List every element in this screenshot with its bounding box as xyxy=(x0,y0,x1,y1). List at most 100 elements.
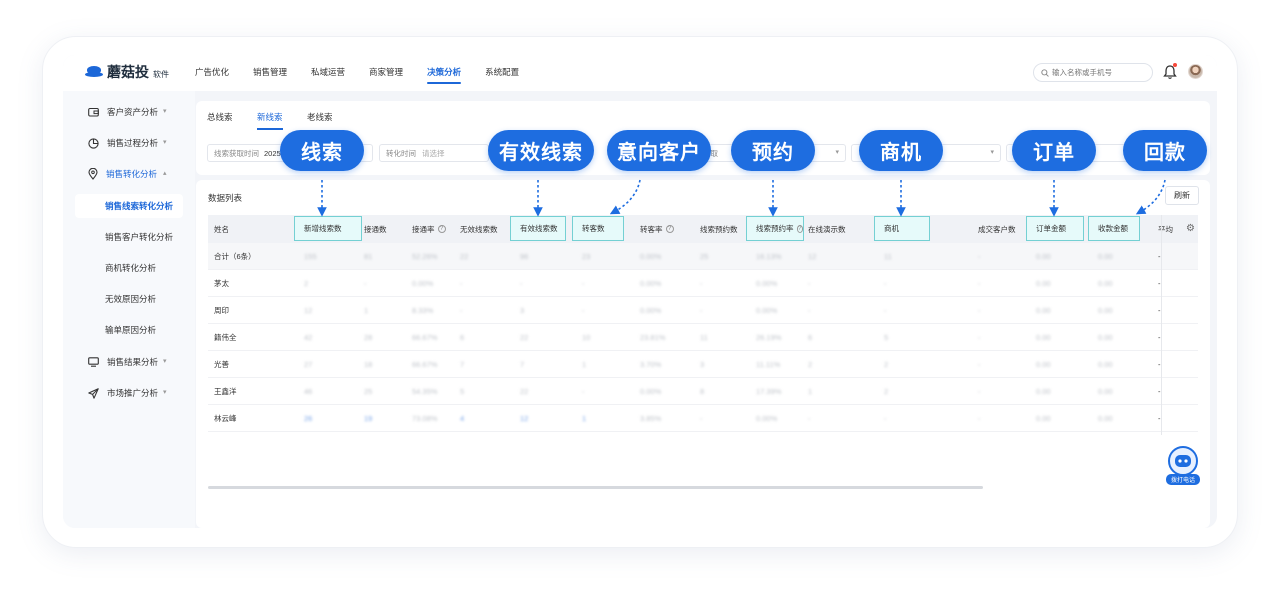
chevron-up-icon: ▴ xyxy=(163,170,167,177)
table-cell: 1 xyxy=(582,360,587,369)
column-header-label: 成交客户数 xyxy=(978,224,1016,234)
table-cell: 22 xyxy=(460,252,469,261)
chevron-down-icon: ▾ xyxy=(163,358,167,365)
table-cell: 0.00 xyxy=(1036,333,1051,342)
sidebar-item-customer-conversion[interactable]: 销售客户转化分析 xyxy=(105,232,174,242)
nav-ad-optimization[interactable]: 广告优化 xyxy=(195,67,230,77)
tab-new-leads[interactable]: 新线索 xyxy=(257,111,283,130)
column-header: 接通率? xyxy=(412,215,446,243)
table-cell: 16.13% xyxy=(756,252,782,261)
sidebar-item-lost-order-reason[interactable]: 输单原因分析 xyxy=(105,325,157,335)
table-cell: 4 xyxy=(460,414,465,423)
conversion-time-filter[interactable]: 转化时间 请选择 xyxy=(379,144,489,162)
table-cell: - xyxy=(700,306,703,315)
nav-private-operation[interactable]: 私域运营 xyxy=(311,67,346,77)
table-cell: 11 xyxy=(884,252,892,261)
table-cell: 0.00% xyxy=(756,306,778,315)
search-icon xyxy=(1041,68,1049,77)
table-cell: 0.00 xyxy=(1098,414,1113,423)
column-header-label: 无效线索数 xyxy=(460,224,498,234)
call-button-label[interactable]: 拨打电话 xyxy=(1166,474,1200,485)
wallet-icon xyxy=(88,107,99,117)
cell-name: 合计（6条） xyxy=(214,252,256,261)
sidebar-group-customer-assets[interactable]: 客户资产分析 ▾ xyxy=(63,101,195,123)
horizontal-scrollbar[interactable] xyxy=(208,486,983,489)
search-box[interactable] xyxy=(1033,63,1153,82)
nav-system-config[interactable]: 系统配置 xyxy=(485,67,520,77)
column-header-label: 接通数 xyxy=(364,224,387,234)
bell-icon[interactable] xyxy=(1163,63,1177,80)
sidebar-item-opportunity-conversion[interactable]: 商机转化分析 xyxy=(105,263,157,273)
table-cell: 81 xyxy=(364,252,373,261)
mushroom-logo-icon xyxy=(85,65,103,79)
table-cell: 6 xyxy=(460,333,465,342)
refresh-button[interactable]: 刷新 xyxy=(1165,186,1199,205)
sidebar-item-invalid-reason[interactable]: 无效原因分析 xyxy=(105,294,157,304)
table-cell: 155 xyxy=(304,252,317,261)
table-cell: 52.26% xyxy=(412,252,438,261)
table-cell: - xyxy=(978,414,981,423)
table-cell: - xyxy=(520,279,523,288)
cell-name: 林云峰 xyxy=(214,414,237,423)
table-cell: 18 xyxy=(364,360,373,369)
sidebar-group-sales-results[interactable]: 销售结果分析 ▾ xyxy=(63,351,195,373)
table-cell: 17.39% xyxy=(756,387,782,396)
logo-name: 蘑菇投 xyxy=(107,64,149,80)
table-cell: - xyxy=(1158,414,1161,423)
nav-decision-analysis[interactable]: 决策分析 xyxy=(427,55,462,91)
gear-icon[interactable]: ⚙ xyxy=(1186,223,1195,234)
monitor-icon xyxy=(88,357,99,367)
table-cell: 12 xyxy=(304,306,313,315)
tab-total-leads[interactable]: 总线索 xyxy=(207,112,233,122)
column-header-label: 转客率 xyxy=(640,224,663,234)
logo[interactable]: 蘑菇投 软件 xyxy=(85,62,169,82)
help-icon[interactable]: ? xyxy=(437,225,446,233)
table-cell: 3 xyxy=(520,306,525,315)
table-cell: - xyxy=(978,387,981,396)
help-icon[interactable]: ? xyxy=(665,225,674,233)
sidebar-group-label: 销售转化分析 xyxy=(106,169,158,179)
table-cell: 66.67% xyxy=(412,360,438,369)
table-cell: 0.00% xyxy=(640,306,662,315)
column-header: 在线演示数 xyxy=(808,215,846,243)
sidebar-group-sales-process[interactable]: 销售过程分析 ▾ xyxy=(63,132,195,154)
table-cell: 27 xyxy=(304,360,313,369)
cell-name: 籍伟全 xyxy=(214,333,237,342)
column-header-label: 新增线索数 xyxy=(304,224,342,233)
column-header: 接通数 xyxy=(364,215,387,243)
sidebar-group-marketing[interactable]: 市场推广分析 ▾ xyxy=(63,382,195,404)
chevron-down-icon: ▾ xyxy=(163,108,167,115)
table-cell: - xyxy=(808,414,811,423)
cell-name: 周印 xyxy=(214,306,229,315)
table-cell: 1 xyxy=(808,387,813,396)
sidebar-item-lead-conversion[interactable]: 销售线索转化分析 xyxy=(75,194,183,218)
user-avatar[interactable] xyxy=(1188,64,1203,79)
table-cell: 12 xyxy=(808,252,817,261)
table-cell: 23.81% xyxy=(640,333,666,342)
table-cell: 0.00 xyxy=(1036,360,1051,369)
tab-old-leads[interactable]: 老线索 xyxy=(307,112,333,122)
column-header: 无效线索数 xyxy=(460,215,498,243)
table-cell: 2 xyxy=(304,279,309,288)
chevron-down-icon: ▾ xyxy=(835,149,839,156)
table-cell: 0.00% xyxy=(756,414,778,423)
cell-name: 茅太 xyxy=(214,279,229,288)
column-header: 新增线索数 xyxy=(294,216,362,241)
column-header-label: 商机 xyxy=(884,224,899,233)
sidebar-group-sales-conversion[interactable]: 销售转化分析 ▴ xyxy=(63,163,195,185)
table-cell: - xyxy=(700,414,703,423)
search-input[interactable] xyxy=(1052,68,1147,77)
nav-merchant-management[interactable]: 商家管理 xyxy=(369,67,404,77)
column-header-label: 线索预约数 xyxy=(700,224,738,234)
help-icon[interactable]: ? xyxy=(796,224,803,233)
nav-sales-management[interactable]: 销售管理 xyxy=(253,67,288,77)
logo-subtitle: 软件 xyxy=(153,69,169,79)
table-cell: 6 xyxy=(808,333,813,342)
